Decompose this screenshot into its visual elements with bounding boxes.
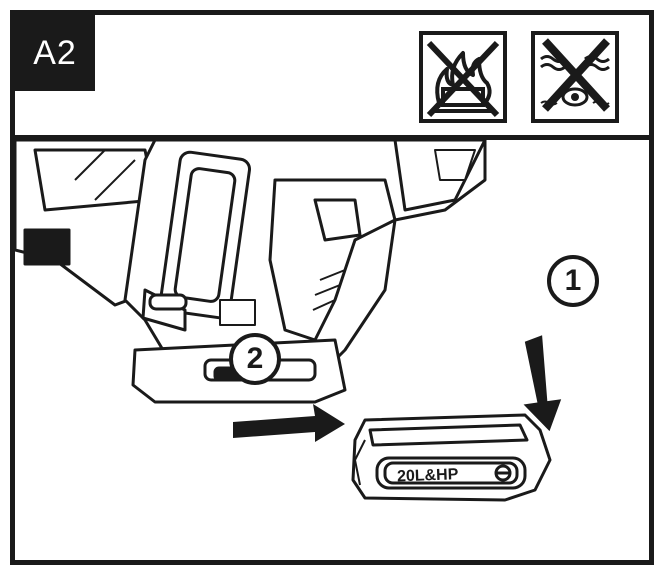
cordless-tool-icon: [15, 140, 487, 404]
step-number-1: 1: [547, 255, 599, 307]
instruction-panel: A2: [10, 10, 654, 565]
step-label: A2: [15, 15, 95, 91]
step-number-2: 2: [229, 333, 281, 385]
battery-pack-icon: [351, 413, 552, 502]
battery-label: 20L&HP: [397, 466, 459, 485]
battery-removal-illustration: 20L&HP: [15, 140, 562, 502]
down-arrow-icon: [523, 335, 562, 432]
right-arrow-icon: [233, 404, 345, 442]
panel-header: A2: [15, 15, 649, 140]
no-fire-icon: [419, 31, 507, 123]
no-water-immersion-icon: [531, 31, 619, 123]
